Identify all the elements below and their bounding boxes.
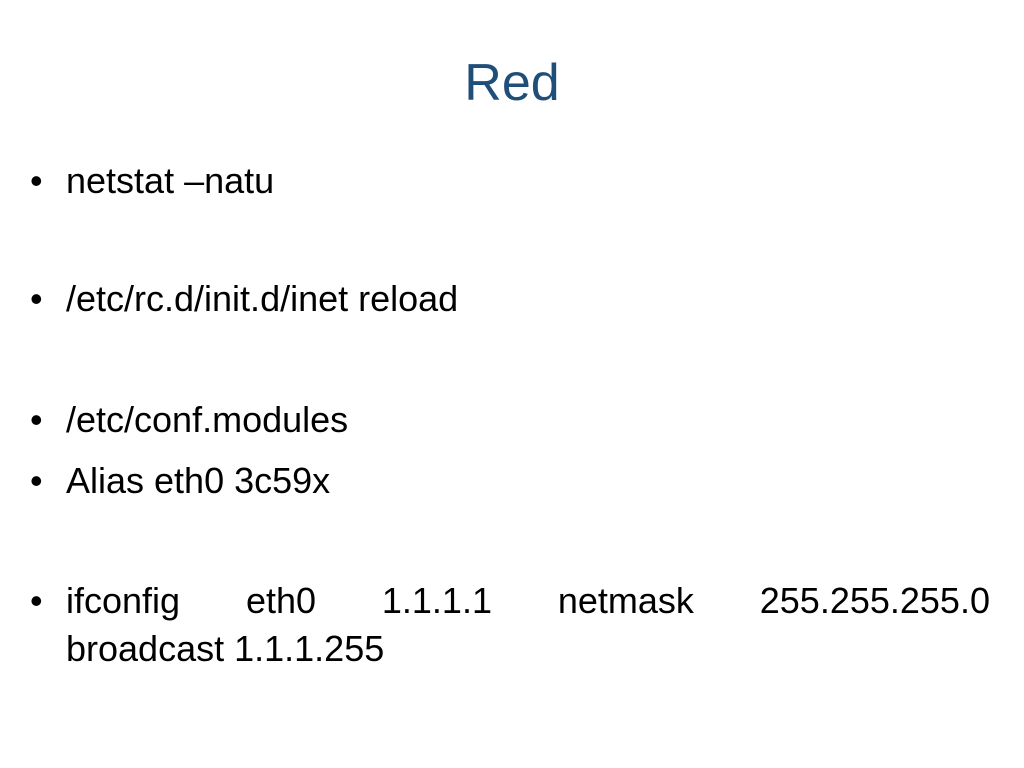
bullet-text: netstat –natu	[66, 160, 275, 201]
slide-title: Red	[464, 54, 560, 112]
bullet-text: Alias eth0 3c59x	[66, 460, 331, 501]
bullet-dot: •	[30, 160, 43, 201]
bullet-dot: •	[30, 278, 43, 319]
bullet-dot: •	[30, 580, 43, 621]
bullet-dot: •	[30, 460, 43, 501]
bullet-continuation-line: broadcast 1.1.1.255	[66, 628, 385, 669]
bullet-text: ifconfig eth0 1.1.1.1 netmask 255.255.25…	[66, 577, 990, 673]
bullet-word: ifconfig	[66, 580, 181, 621]
bullet-text: /etc/rc.d/init.d/inet reload	[66, 278, 459, 319]
bullet-dot: •	[30, 399, 43, 440]
bullet-word: netmask	[557, 580, 694, 621]
bullet-word: eth0	[245, 580, 317, 621]
bullet-word: 1.1.1.1	[381, 580, 492, 621]
bullet-text: /etc/conf.modules	[66, 399, 349, 440]
bullet-word: 255.255.255.0	[759, 580, 990, 621]
justified-line: ifconfig eth0 1.1.1.1 netmask 255.255.25…	[66, 577, 990, 625]
